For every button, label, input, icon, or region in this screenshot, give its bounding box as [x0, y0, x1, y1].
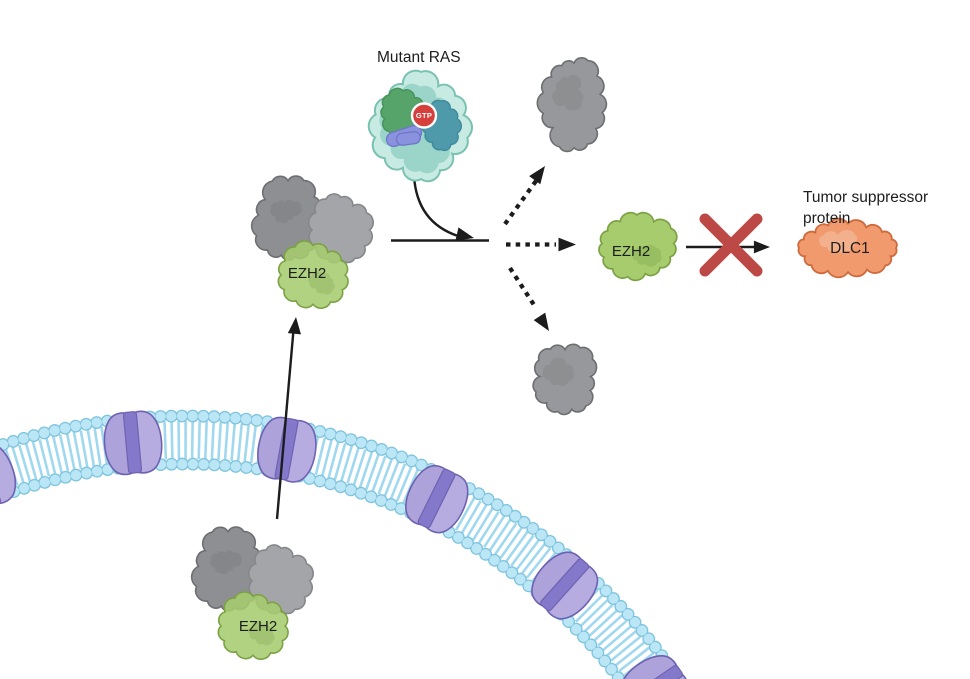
arrowhead-icon: [529, 161, 551, 185]
arrowhead-icon: [533, 312, 555, 335]
dissociation-reaction: [391, 161, 576, 335]
gtp-badge: [410, 102, 438, 129]
arrowhead-icon: [455, 227, 476, 245]
curved-arrow-icon: [412, 175, 459, 238]
dashed-arrow-ne: [503, 179, 538, 226]
dlc1-protein: [797, 217, 898, 279]
released-subunit-bottom: [532, 343, 598, 416]
texture: [818, 229, 858, 254]
arrowhead-icon: [753, 240, 770, 254]
dlc1-blob: [797, 217, 898, 279]
free-ezh2-protein: [598, 211, 678, 282]
ras-switch-domain: [385, 124, 423, 148]
arrowhead-icon: [287, 316, 303, 335]
dashed-arrow-se: [508, 266, 538, 310]
texture: [552, 74, 584, 111]
translocation-arrow: [275, 316, 303, 520]
mutant-ras-protein: [367, 69, 473, 183]
released-subunit-blob: [536, 57, 608, 153]
inhibition-arrow: [686, 240, 770, 254]
lipid-tails: [0, 421, 673, 679]
lipid-heads-outer-fill: [0, 410, 685, 679]
released-subunit-blob: [532, 343, 598, 416]
ezh2-complex-cytoplasm: [250, 175, 374, 309]
lipid-heads-inner-fill: [0, 459, 626, 679]
ezh2-blob: [598, 211, 678, 282]
texture: [542, 357, 574, 387]
released-subunit-top: [536, 57, 608, 153]
ezh2-complex-below-membrane: [190, 526, 314, 660]
transmembrane-protein: [101, 408, 166, 477]
inhibition-cross-icon: [699, 213, 763, 277]
arrowhead-icon: [558, 237, 576, 252]
cell-membrane: [0, 408, 698, 679]
texture: [632, 244, 662, 267]
